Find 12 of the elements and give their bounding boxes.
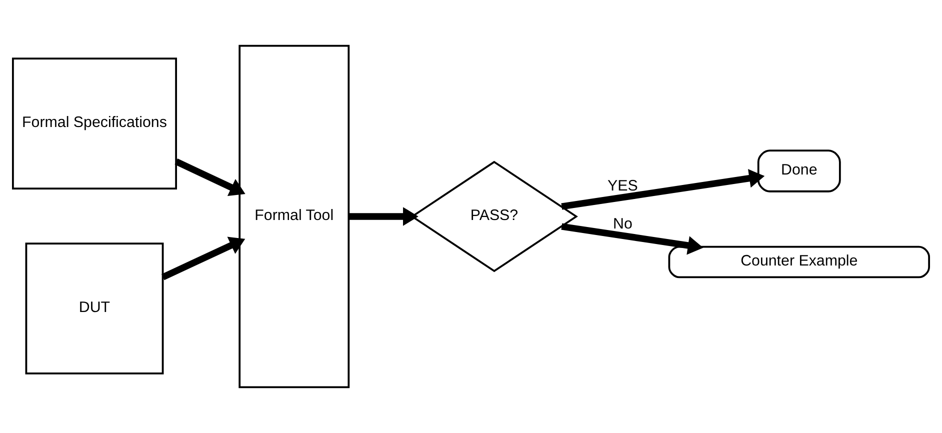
arrow [174, 158, 246, 196]
edge-label: YES [608, 178, 638, 195]
node-box: DUT [25, 242, 164, 374]
arrow [162, 236, 246, 280]
node-box: Formal Tool [238, 44, 350, 388]
node-box: Done [757, 150, 841, 192]
arrow [348, 207, 418, 226]
node-box: Formal Specifications [12, 58, 177, 190]
arrow [561, 223, 704, 255]
node-box: Counter Example [668, 246, 930, 278]
edge-label: No [613, 216, 632, 233]
arrow [561, 169, 765, 210]
